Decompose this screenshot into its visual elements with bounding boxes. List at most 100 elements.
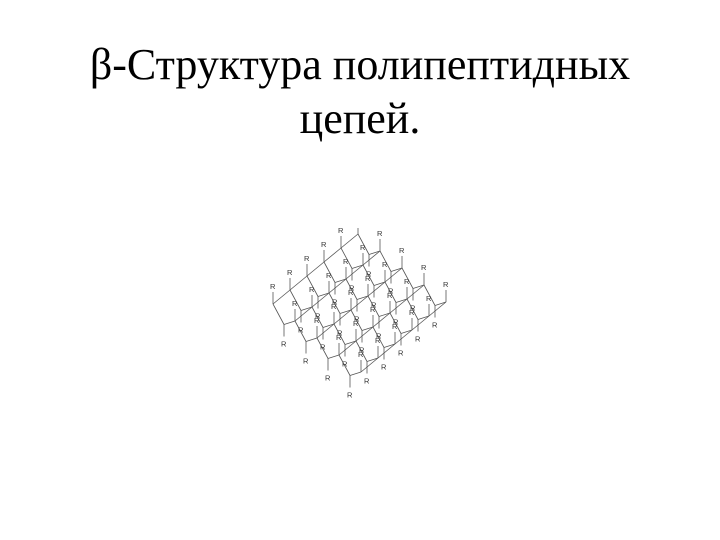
pleated-sheet-lines	[272, 228, 447, 388]
fold-line	[338, 340, 357, 356]
fold-line	[406, 284, 425, 300]
strand-segment	[389, 312, 402, 334]
fold-line	[377, 343, 396, 359]
r-group-label: R	[358, 350, 364, 359]
r-group-label: R	[388, 287, 394, 296]
strand-segment	[349, 371, 362, 376]
strand-segment	[311, 306, 324, 328]
strand-segment	[373, 281, 386, 286]
r-group-label: R	[314, 316, 320, 325]
r-group-label: R	[415, 335, 421, 344]
slide-title: β-Структура полипептидных цепей.	[0, 38, 720, 146]
strand-segment	[366, 357, 379, 362]
fold-line	[384, 267, 403, 283]
fold-line	[340, 233, 359, 249]
r-group-label: R	[320, 343, 326, 352]
strand-segment	[344, 340, 357, 345]
fold-line	[306, 261, 325, 277]
r-group-label: R	[360, 243, 366, 252]
r-group-label: R	[332, 298, 338, 307]
r-group-label: R	[338, 228, 344, 235]
r-group-label: R	[443, 280, 449, 289]
strand-segment	[333, 323, 346, 345]
r-group-label: R	[347, 391, 353, 400]
strand-segment	[356, 295, 369, 300]
beta-sheet-diagram: RRRRRRRRRRRRRRRRRRRRRRRRRRRRRRRRRRRRRRRR…	[270, 228, 449, 400]
r-group-label: R	[410, 304, 416, 313]
strand-segment	[328, 292, 341, 314]
strand-segment	[339, 309, 352, 314]
strand-segment	[378, 312, 391, 317]
r-group-label: R	[281, 340, 287, 349]
r-group-label: R	[359, 346, 365, 355]
fold-line	[389, 298, 408, 314]
fold-line	[367, 281, 386, 297]
strand-segment	[350, 309, 363, 331]
r-group-label: R	[371, 301, 377, 310]
fold-line	[394, 329, 413, 345]
strand-segment	[294, 320, 307, 342]
strand-segment	[272, 303, 285, 325]
strand-segment	[417, 315, 430, 320]
strand-segment	[400, 329, 413, 334]
strand-segment	[305, 337, 318, 342]
r-group-label: R	[377, 229, 383, 238]
r-group-label: R	[287, 268, 293, 277]
strand-segment	[406, 298, 419, 320]
strand-segment	[412, 284, 425, 289]
strand-segment	[357, 233, 370, 255]
r-group-label: R	[325, 374, 331, 383]
r-group-label: R	[298, 326, 304, 335]
fold-line	[372, 312, 391, 328]
strand-segment	[327, 354, 340, 359]
strand-segment	[367, 295, 380, 317]
strand-segment	[306, 275, 319, 297]
fold-line	[294, 306, 313, 322]
r-group-label: R	[304, 254, 310, 263]
r-group-label: R	[366, 270, 372, 279]
fold-line	[362, 250, 381, 266]
fold-line	[328, 278, 347, 294]
r-group-label: R	[315, 312, 321, 321]
strand-segment	[338, 354, 351, 376]
strand-segment	[322, 323, 335, 328]
r-group-label: R	[321, 240, 327, 249]
fold-line	[323, 247, 342, 263]
r-group-label: R	[387, 291, 393, 300]
strand-segment	[317, 292, 330, 297]
r-group-label: R	[326, 271, 332, 280]
title-line-1: β-Структура полипептидных	[89, 40, 631, 89]
fold-line	[355, 326, 374, 342]
strand-segment	[362, 264, 375, 286]
strand-segment	[372, 326, 385, 348]
r-group-label: R	[336, 333, 342, 342]
strand-segment	[361, 326, 374, 331]
r-group-label: R	[348, 288, 354, 297]
r-group-label: R	[375, 336, 381, 345]
strand-segment	[316, 337, 329, 359]
strand-segment	[334, 278, 347, 283]
r-group-label: R	[365, 274, 371, 283]
r-group-label: R	[343, 257, 349, 266]
strand-segment	[434, 301, 447, 306]
r-group-label: R	[399, 246, 405, 255]
strand-segment	[323, 261, 336, 283]
strand-segment	[355, 340, 368, 362]
r-group-label: R	[303, 357, 309, 366]
r-group-labels: RRRRRRRRRRRRRRRRRRRRRRRRRRRRRRRRRRRRRRRR…	[270, 228, 449, 400]
strand-segment	[300, 306, 313, 311]
strand-segment	[340, 247, 353, 269]
strand-segment	[384, 281, 397, 303]
strand-segment	[379, 250, 392, 272]
r-group-label: R	[392, 322, 398, 331]
strand-segment	[289, 289, 302, 311]
r-group-label: R	[393, 318, 399, 327]
r-group-label: R	[331, 302, 337, 311]
strand-segment	[401, 267, 414, 289]
title-line-2: цепей.	[299, 94, 421, 143]
r-group-label: R	[349, 284, 355, 293]
strand-segment	[351, 264, 364, 269]
r-group-label: R	[292, 299, 298, 308]
strand-segment	[423, 284, 436, 306]
strand-segment	[345, 278, 358, 300]
